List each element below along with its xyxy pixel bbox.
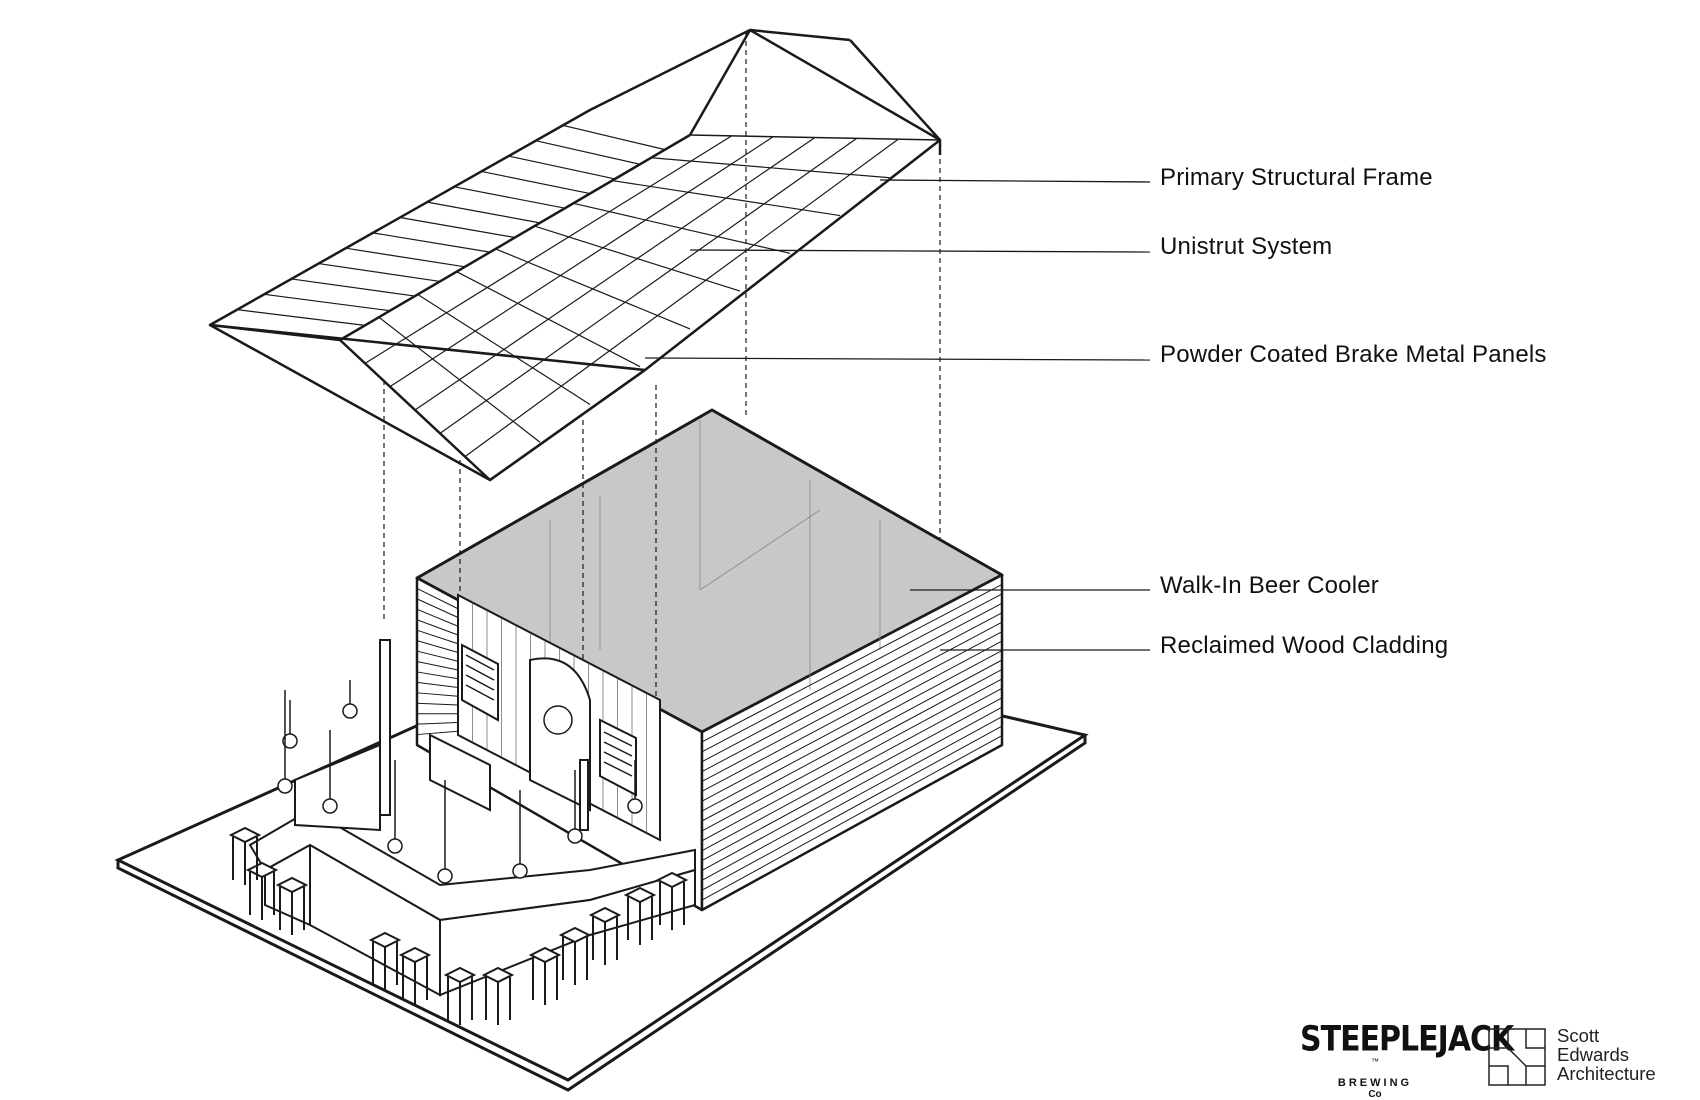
callout-walk-in-beer-cooler: Walk-In Beer Cooler <box>1160 572 1379 599</box>
roof-canopy <box>208 28 942 482</box>
cladding-board <box>416 661 459 671</box>
pendant-lamp <box>512 863 528 879</box>
bar-stool <box>655 871 689 930</box>
bar-stool <box>368 931 402 990</box>
unistrut-rail <box>318 262 441 283</box>
architect-line-2: Edwards <box>1557 1044 1629 1065</box>
columns <box>379 639 589 831</box>
cladding-board <box>701 602 1003 763</box>
pendant-lamp <box>567 828 583 844</box>
cladding-board <box>701 621 1003 782</box>
cladding-board <box>701 659 1003 822</box>
architect-line-3: Architecture <box>1557 1063 1656 1084</box>
bar-stool <box>558 926 592 985</box>
cladding-board <box>701 716 1003 881</box>
unistrut-rail <box>264 293 391 312</box>
pendant-lamp <box>437 868 453 884</box>
bar-stool <box>623 886 657 945</box>
unistrut-rail <box>345 247 466 268</box>
bar-stool <box>228 826 262 885</box>
pendant-lamp <box>322 798 338 814</box>
architect-line-1: Scott <box>1557 1025 1600 1046</box>
bar-stool <box>398 946 432 1005</box>
scott-edwards-architecture-wordmark: Scott Edwards Architecture <box>1557 1026 1656 1083</box>
pendant-lamp <box>387 838 403 854</box>
projection-lines <box>383 32 941 700</box>
callout-unistrut-system: Unistrut System <box>1160 233 1333 260</box>
cladding-board <box>701 678 1003 842</box>
pendant-lights <box>277 680 643 884</box>
cladding-board <box>701 593 1003 753</box>
unistrut-rail <box>454 186 566 209</box>
unistrut-rail <box>237 309 366 326</box>
cladding-board <box>701 650 1003 812</box>
co-wordmark: Co <box>1368 1089 1382 1100</box>
bar-back-wall <box>457 593 661 842</box>
unistrut-rail <box>372 232 491 253</box>
steeplejack-wordmark: STEEPLEJACK <box>1300 1019 1514 1060</box>
cladding-board <box>701 697 1003 861</box>
cladding-board <box>416 692 459 697</box>
pendant-lamp <box>282 733 298 749</box>
callout-leaders <box>644 179 1151 651</box>
bar-stools <box>228 826 689 1025</box>
cladding-board <box>701 584 1003 743</box>
bar-stool <box>588 906 622 965</box>
unistrut-rail <box>291 278 416 297</box>
cladding-board <box>701 669 1003 832</box>
unistrut-rail <box>399 216 516 239</box>
frame-purlin <box>389 136 774 388</box>
bar-stool <box>275 876 309 935</box>
cladding-board <box>416 722 459 725</box>
unistrut-rail <box>481 170 591 195</box>
scott-edwards-architecture-logo-mark <box>1488 1028 1546 1086</box>
callout-brake-metal-panels: Powder Coated Brake Metal Panels <box>1160 341 1547 368</box>
cladding-board <box>416 640 459 653</box>
cladding-board <box>416 650 459 662</box>
pendant-lamp <box>627 798 643 814</box>
brewing-wordmark: BREWING <box>1337 1077 1413 1089</box>
cladding-board <box>416 587 459 610</box>
frame-purlin <box>439 137 858 434</box>
unistrut-rail <box>562 124 666 151</box>
steeplejack-brewing-logo: STEEPLEJACK™ BREWING Co <box>1300 1019 1514 1100</box>
cladding-board <box>701 735 1003 901</box>
cladding-board <box>701 631 1003 792</box>
cladding-board <box>416 671 459 680</box>
cladding-board <box>416 730 459 736</box>
unistrut-rail <box>427 201 541 224</box>
trademark-symbol: ™ <box>1371 1057 1379 1066</box>
cladding-board <box>701 725 1003 891</box>
frame-purlin <box>414 137 816 411</box>
frame-purlin <box>464 138 899 458</box>
cladding-board <box>701 706 1003 871</box>
bar-stool <box>481 966 515 1025</box>
callout-reclaimed-wood-cladding: Reclaimed Wood Cladding <box>1160 632 1449 659</box>
cladding-board <box>701 687 1003 852</box>
callout-primary-structural-frame: Primary Structural Frame <box>1160 164 1433 191</box>
unistrut-rail <box>508 155 616 180</box>
cladding-board <box>701 612 1003 772</box>
cladding-board <box>416 598 459 618</box>
cladding-board <box>416 619 459 636</box>
cladding-board <box>416 629 459 645</box>
bar-stool <box>443 966 477 1025</box>
cladding-board <box>701 640 1003 802</box>
pendant-lamp <box>342 703 358 719</box>
bar-stool <box>528 946 562 1005</box>
pendant-lamp <box>277 778 293 794</box>
cladding-board <box>416 608 459 627</box>
cladding-board <box>416 681 459 688</box>
frame-purlin <box>364 135 732 364</box>
unistrut-rail <box>535 140 641 165</box>
cladding-board <box>416 702 459 706</box>
